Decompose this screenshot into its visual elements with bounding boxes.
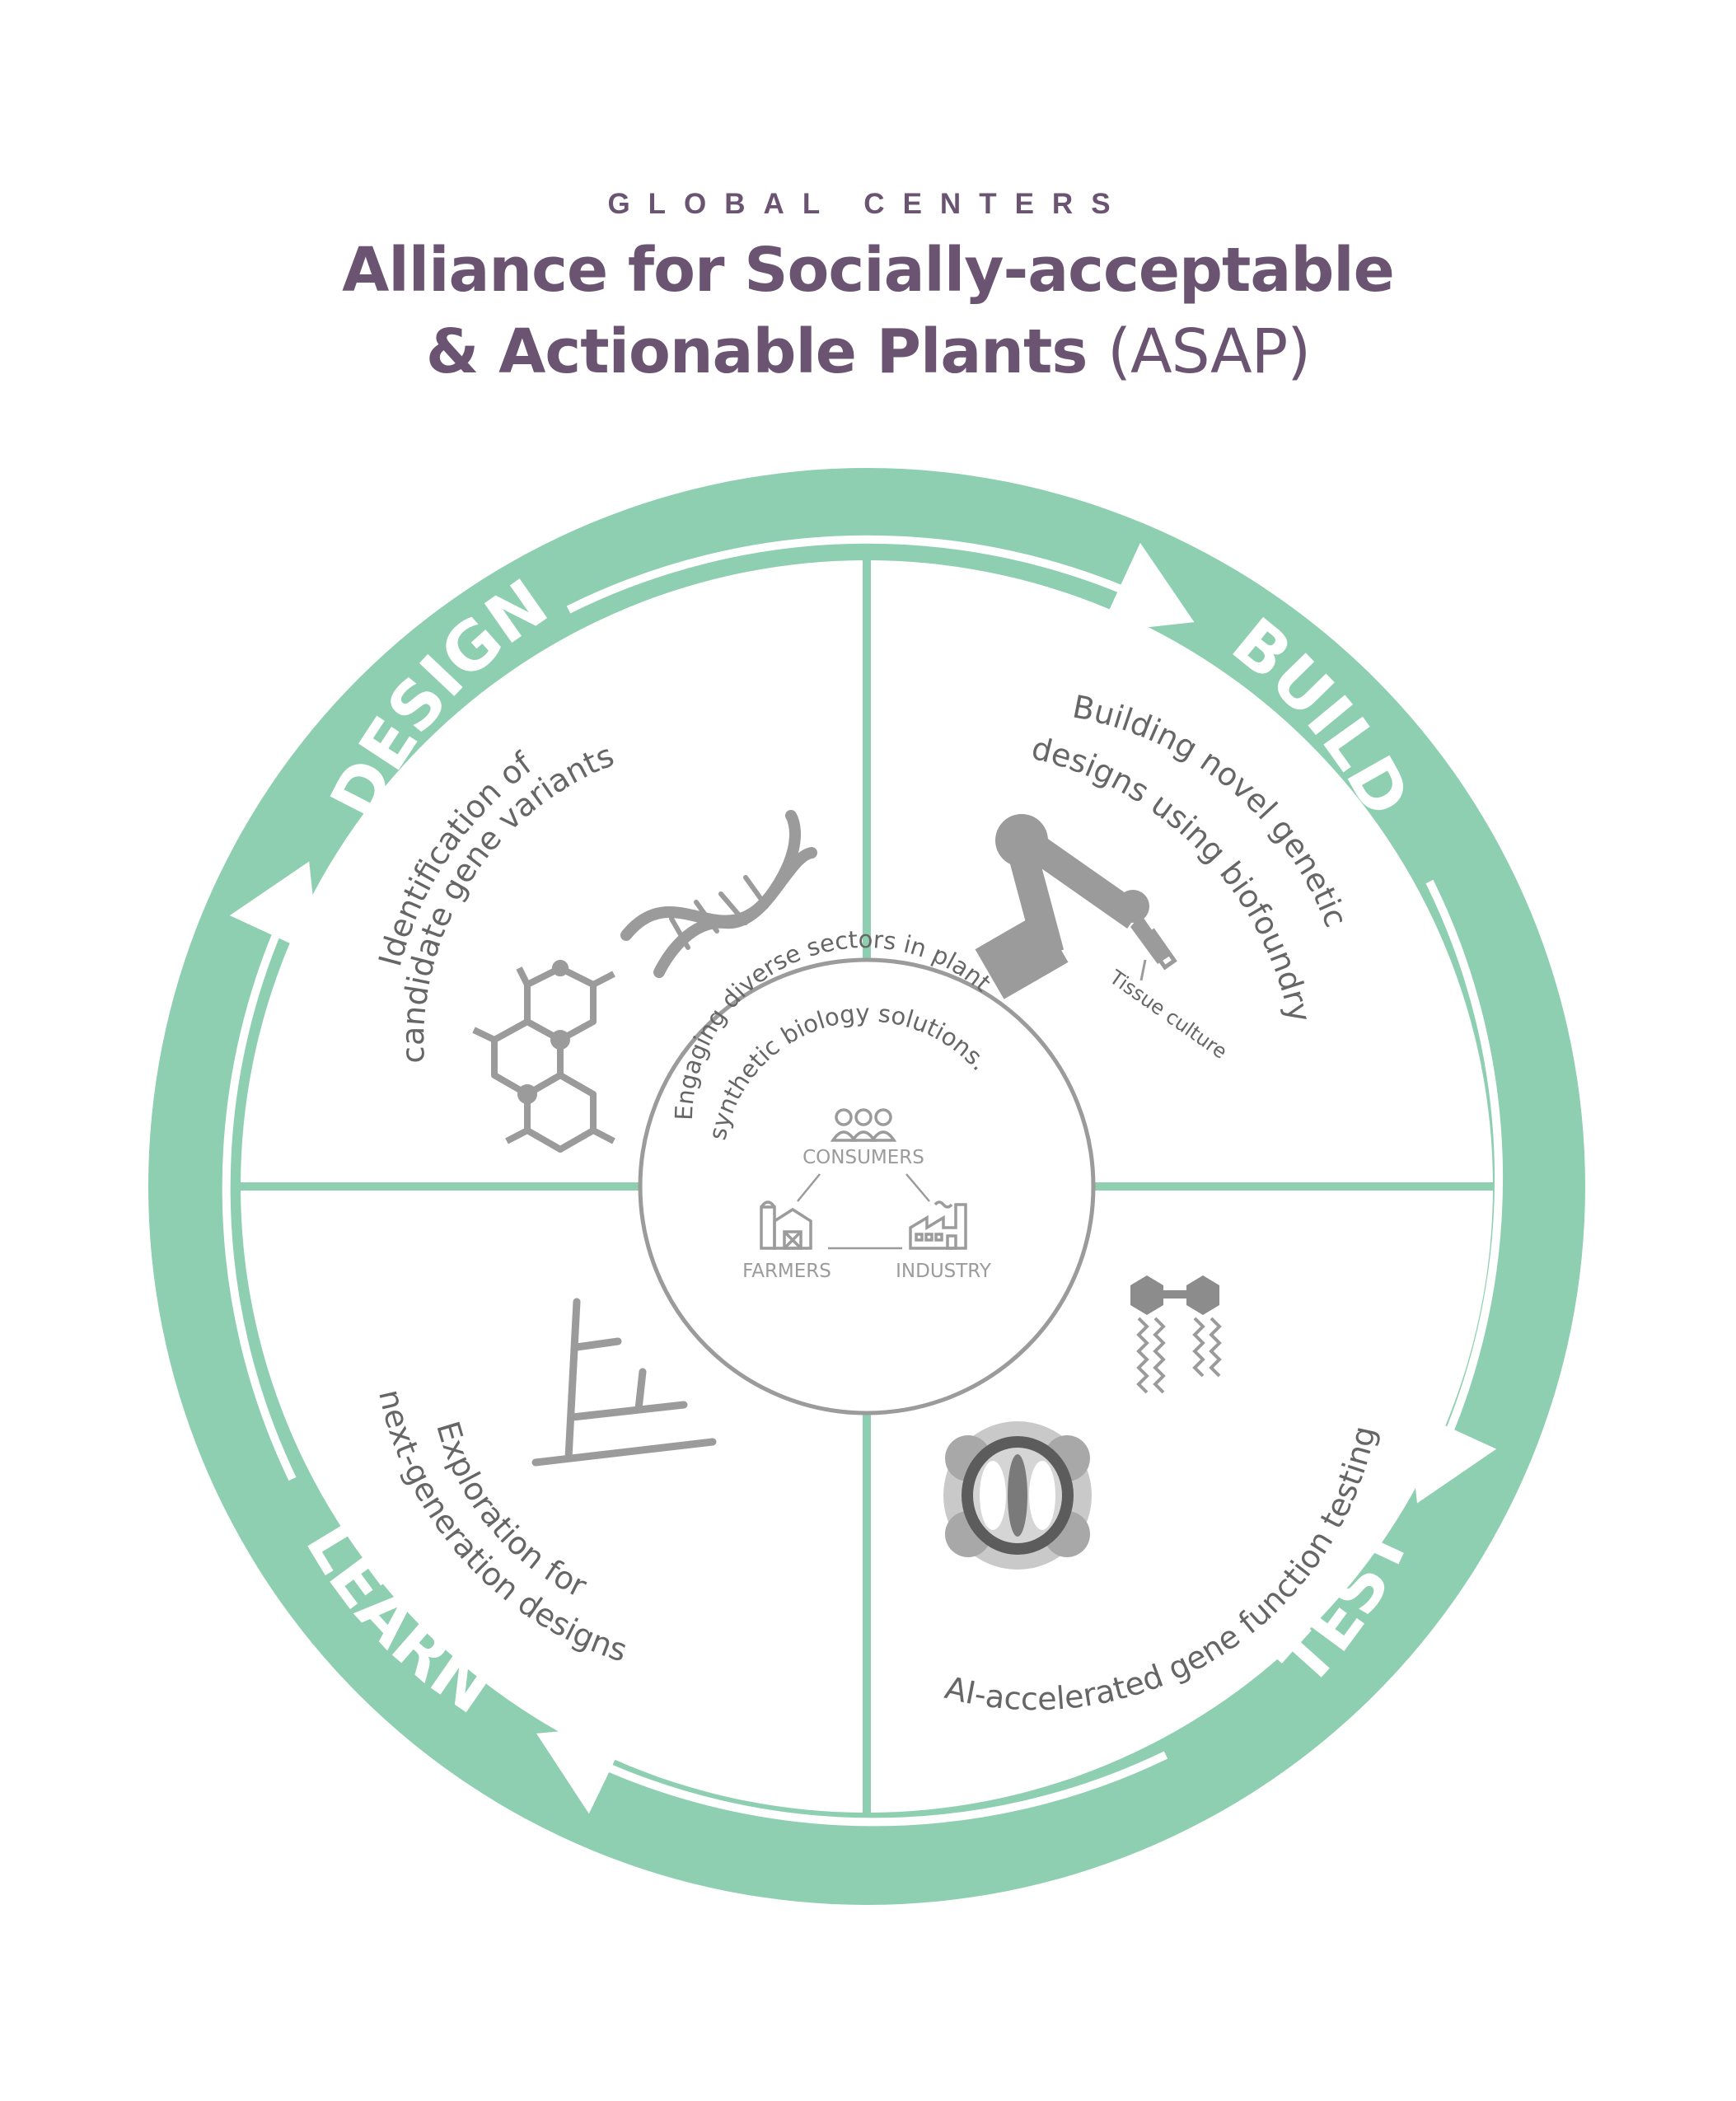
header: GLOBAL CENTERS Alliance for Socially-acc… [0,0,1736,428]
node-consumers: CONSUMERS [802,1147,924,1168]
stomata-cell-icon [943,1421,1092,1570]
eyebrow-label: GLOBAL CENTERS [607,188,1129,220]
arrow-learn-to-design [222,861,320,1481]
lipid-bilayer-icon [1130,1275,1222,1394]
title-line-2-text: & Actionable Plants [425,316,1088,387]
center-circle [638,957,1096,1415]
arrow-test-to-learn [536,1724,1168,1827]
factory-icon [909,1200,967,1250]
link-consumers-industry [905,1173,930,1202]
node-farmers: FARMERS [742,1261,831,1282]
people-icon [830,1108,897,1142]
dna-icon [620,810,817,978]
title-line-2: & Actionable Plants (ASAP) [0,316,1736,387]
title-acronym: (ASAP) [1107,316,1311,387]
node-industry: INDUSTRY [896,1261,992,1282]
link-consumers-farmers [797,1173,821,1202]
barn-icon [760,1200,812,1250]
arrow-design-to-build [566,535,1195,633]
arrow-build-to-test [1406,879,1504,1504]
title-line-1: Alliance for Socially-acceptable [342,235,1395,306]
phylogenetic-tree-icon [531,1298,717,1467]
molecule-icon [472,960,615,1153]
robot-arm-icon [975,814,1177,999]
